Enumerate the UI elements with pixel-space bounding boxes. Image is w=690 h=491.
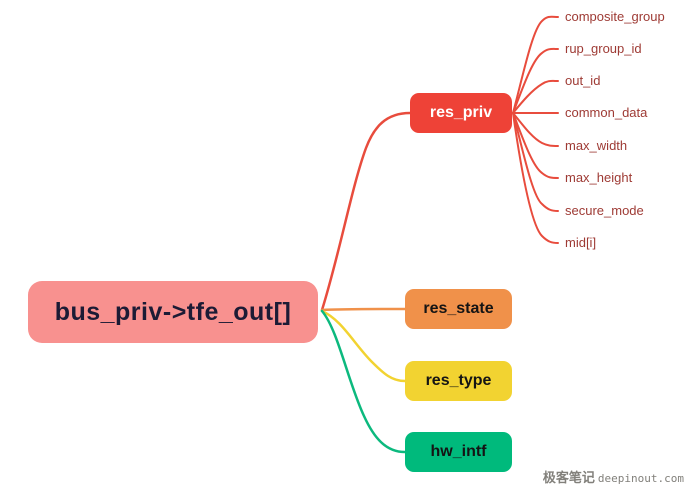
branch-line-hw-intf xyxy=(320,309,407,454)
leaf-label-max-height: max_height xyxy=(565,170,633,185)
leaf-label-common-data: common_data xyxy=(565,105,648,120)
leaf-label-secure-mode: secure_mode xyxy=(565,203,644,218)
watermark-site-text: deepinout.com xyxy=(597,472,684,485)
leaf-label-out-id: out_id xyxy=(565,73,601,88)
node-res-priv: res_priv xyxy=(410,93,512,133)
leaf-label-max-width: max_width xyxy=(565,138,628,153)
branch-line-res-type xyxy=(320,309,407,383)
leaf-line-max-width xyxy=(512,112,559,147)
node-res-type: res_type xyxy=(405,361,512,401)
leaf-label-composite-group: composite_group xyxy=(565,9,665,24)
leaf-line-out-id xyxy=(512,79,559,114)
leaf-line-secure-mode xyxy=(512,112,559,212)
leaf-line-composite-group xyxy=(512,15,559,114)
leaf-label-rup-group-id: rup_group_id xyxy=(565,41,642,56)
leaf-label-mid-i: mid[i] xyxy=(565,235,597,250)
leaf-line-max-height xyxy=(512,112,559,179)
branch-line-res-priv xyxy=(320,111,412,312)
watermark-cn-text: 极客笔记 xyxy=(542,471,595,486)
node-res-state: res_state xyxy=(405,289,512,329)
leaf-line-mid-i xyxy=(512,112,559,244)
watermark: 极客笔记 deepinout.com xyxy=(543,467,684,486)
node-root: bus_priv->tfe_out[] xyxy=(28,281,318,343)
node-hw-intf: hw_intf xyxy=(405,432,512,472)
branch-line-res-state xyxy=(320,307,407,312)
leaf-line-rup-group-id xyxy=(512,47,559,114)
